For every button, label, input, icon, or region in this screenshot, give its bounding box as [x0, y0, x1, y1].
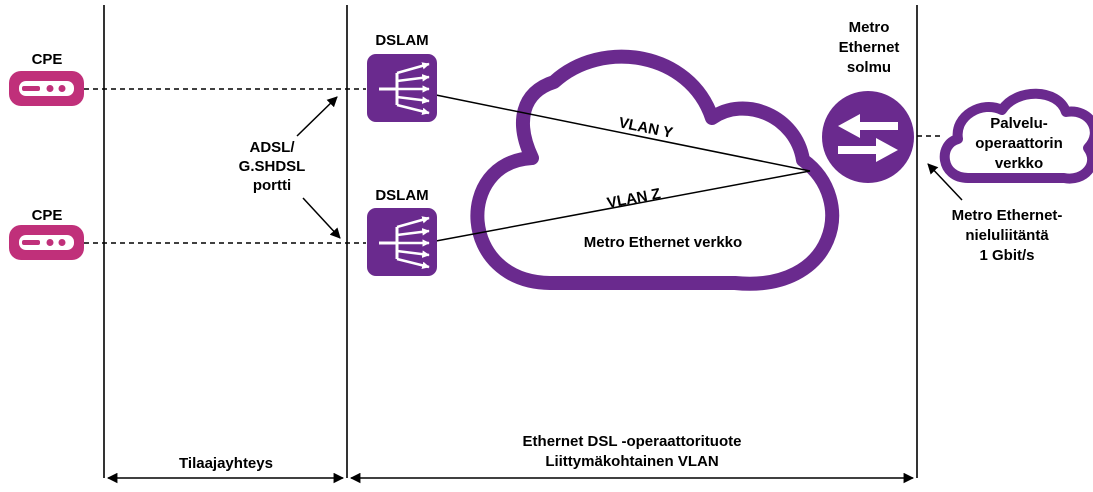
switch-icon — [822, 91, 914, 183]
product-label-line2: Liittymäkohtainen VLAN — [545, 453, 718, 470]
port-label-line3: portti — [253, 177, 291, 194]
provider-line3: verkko — [995, 155, 1043, 172]
provider-line1: Palvelu- — [990, 115, 1048, 132]
modem-icon — [9, 71, 84, 106]
vlan-z-line — [435, 170, 811, 242]
sink-line1: Metro Ethernet- — [952, 207, 1063, 224]
port-arrow-bottom — [302, 197, 341, 239]
port-label-line2: G.SHDSL — [239, 158, 306, 175]
dslam-icon — [367, 54, 437, 122]
metro-node-line2: Ethernet — [839, 39, 900, 56]
cloud-label: Metro Ethernet verkko — [584, 234, 742, 251]
sink-line3: 1 Gbit/s — [979, 247, 1034, 264]
cpe-bottom: CPE — [9, 207, 84, 260]
cpe-bottom-label: CPE — [32, 207, 63, 224]
dslam-top: DSLAM — [367, 32, 437, 122]
dslam-bottom-label: DSLAM — [375, 187, 428, 204]
metro-node-line3: solmu — [847, 59, 891, 76]
cpe-top: CPE — [9, 51, 84, 106]
provider-cloud: Palvelu- operaattorin verkko — [939, 88, 1093, 184]
sink-label: Metro Ethernet- nieluliitäntä 1 Gbit/s — [952, 207, 1063, 264]
metro-node-line1: Metro — [849, 19, 890, 36]
port-label: ADSL/ G.SHDSL portti — [239, 139, 306, 194]
metro-node: Metro Ethernet solmu — [822, 19, 914, 183]
sink-line2: nieluliitäntä — [965, 227, 1049, 244]
port-label-line1: ADSL/ — [250, 139, 296, 156]
product-label-line1: Ethernet DSL -operaattorituote — [523, 433, 742, 450]
metro-ethernet-cloud — [470, 49, 840, 291]
vlan-y-line — [435, 94, 811, 172]
provider-line2: operaattorin — [975, 135, 1063, 152]
dslam-top-label: DSLAM — [375, 32, 428, 49]
port-arrow-top — [296, 96, 338, 137]
subscriber-label: Tilaajayhteys — [179, 455, 273, 472]
dslam-icon — [367, 208, 437, 276]
dslam-bottom: DSLAM — [367, 187, 437, 276]
cpe-top-label: CPE — [32, 51, 63, 68]
sink-arrow — [927, 163, 963, 201]
modem-icon — [9, 225, 84, 260]
